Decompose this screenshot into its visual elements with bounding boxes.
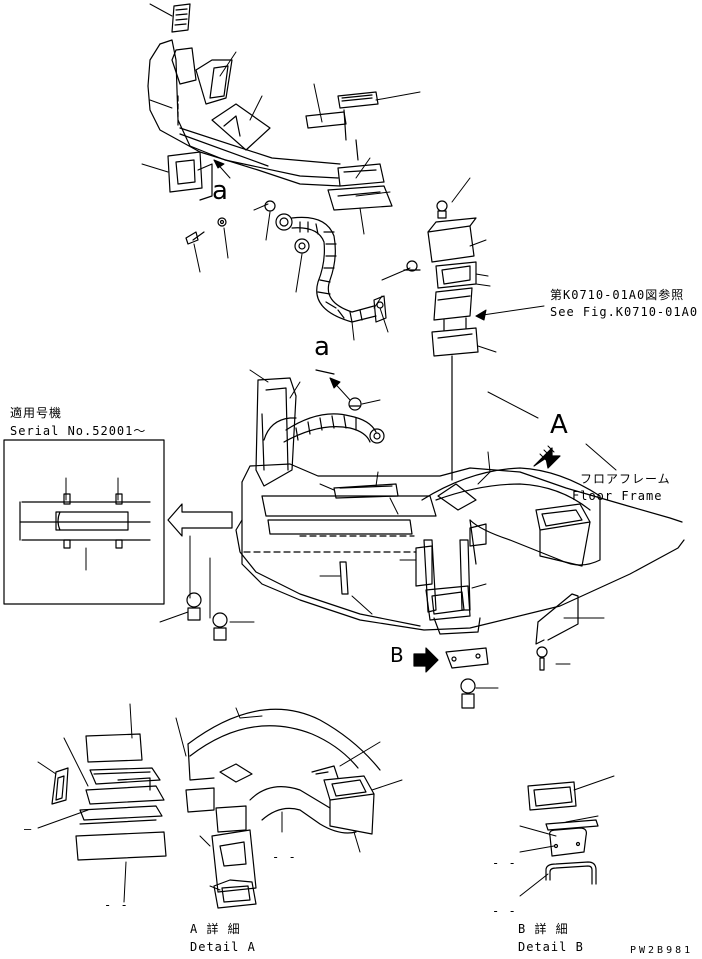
part-dash-label: - - — [492, 904, 517, 918]
reference-note-en: See Fig.K0710-01A0 — [550, 305, 699, 319]
serial-inset-box — [4, 440, 164, 604]
hollow-arrow-icon — [168, 504, 232, 536]
detail-b-drawing — [528, 782, 598, 884]
floor-frame-label-ja: フロアフレーム — [580, 472, 671, 486]
drawing-code: PW2B981 — [630, 945, 694, 956]
detail-a-drawing — [52, 709, 380, 908]
leader-lines — [38, 4, 616, 902]
solid-arrow-icon — [414, 648, 438, 672]
part-dash-label: - - — [492, 856, 517, 870]
detail-b-title-ja: B 詳 細 — [518, 922, 569, 936]
floor-frame-assembly — [187, 378, 684, 708]
reference-a-upper: a — [212, 176, 229, 206]
reference-note-ja: 第K0710-01A0図参照 — [550, 288, 685, 302]
detail-a-title-en: Detail A — [190, 940, 256, 954]
reference-arrows — [214, 160, 544, 400]
upper-duct-assembly — [148, 4, 478, 480]
floor-frame-label-en: Floor Frame — [572, 489, 663, 503]
serial-label-ja: 適用号機 — [10, 406, 63, 420]
hatched-arrow-icon — [534, 446, 560, 468]
reference-a-lower: a — [314, 332, 331, 362]
part-dash-label: – — [24, 822, 33, 836]
part-dash-label: - - — [104, 898, 129, 912]
detail-b-title-en: Detail B — [518, 940, 584, 954]
detail-a-title-ja: A 詳 細 — [190, 922, 241, 936]
view-a-marker: A — [550, 410, 568, 440]
view-b-marker: B — [390, 643, 404, 667]
part-dash-label: - - — [272, 850, 297, 864]
serial-label-en: Serial No.52001～ — [10, 424, 147, 438]
